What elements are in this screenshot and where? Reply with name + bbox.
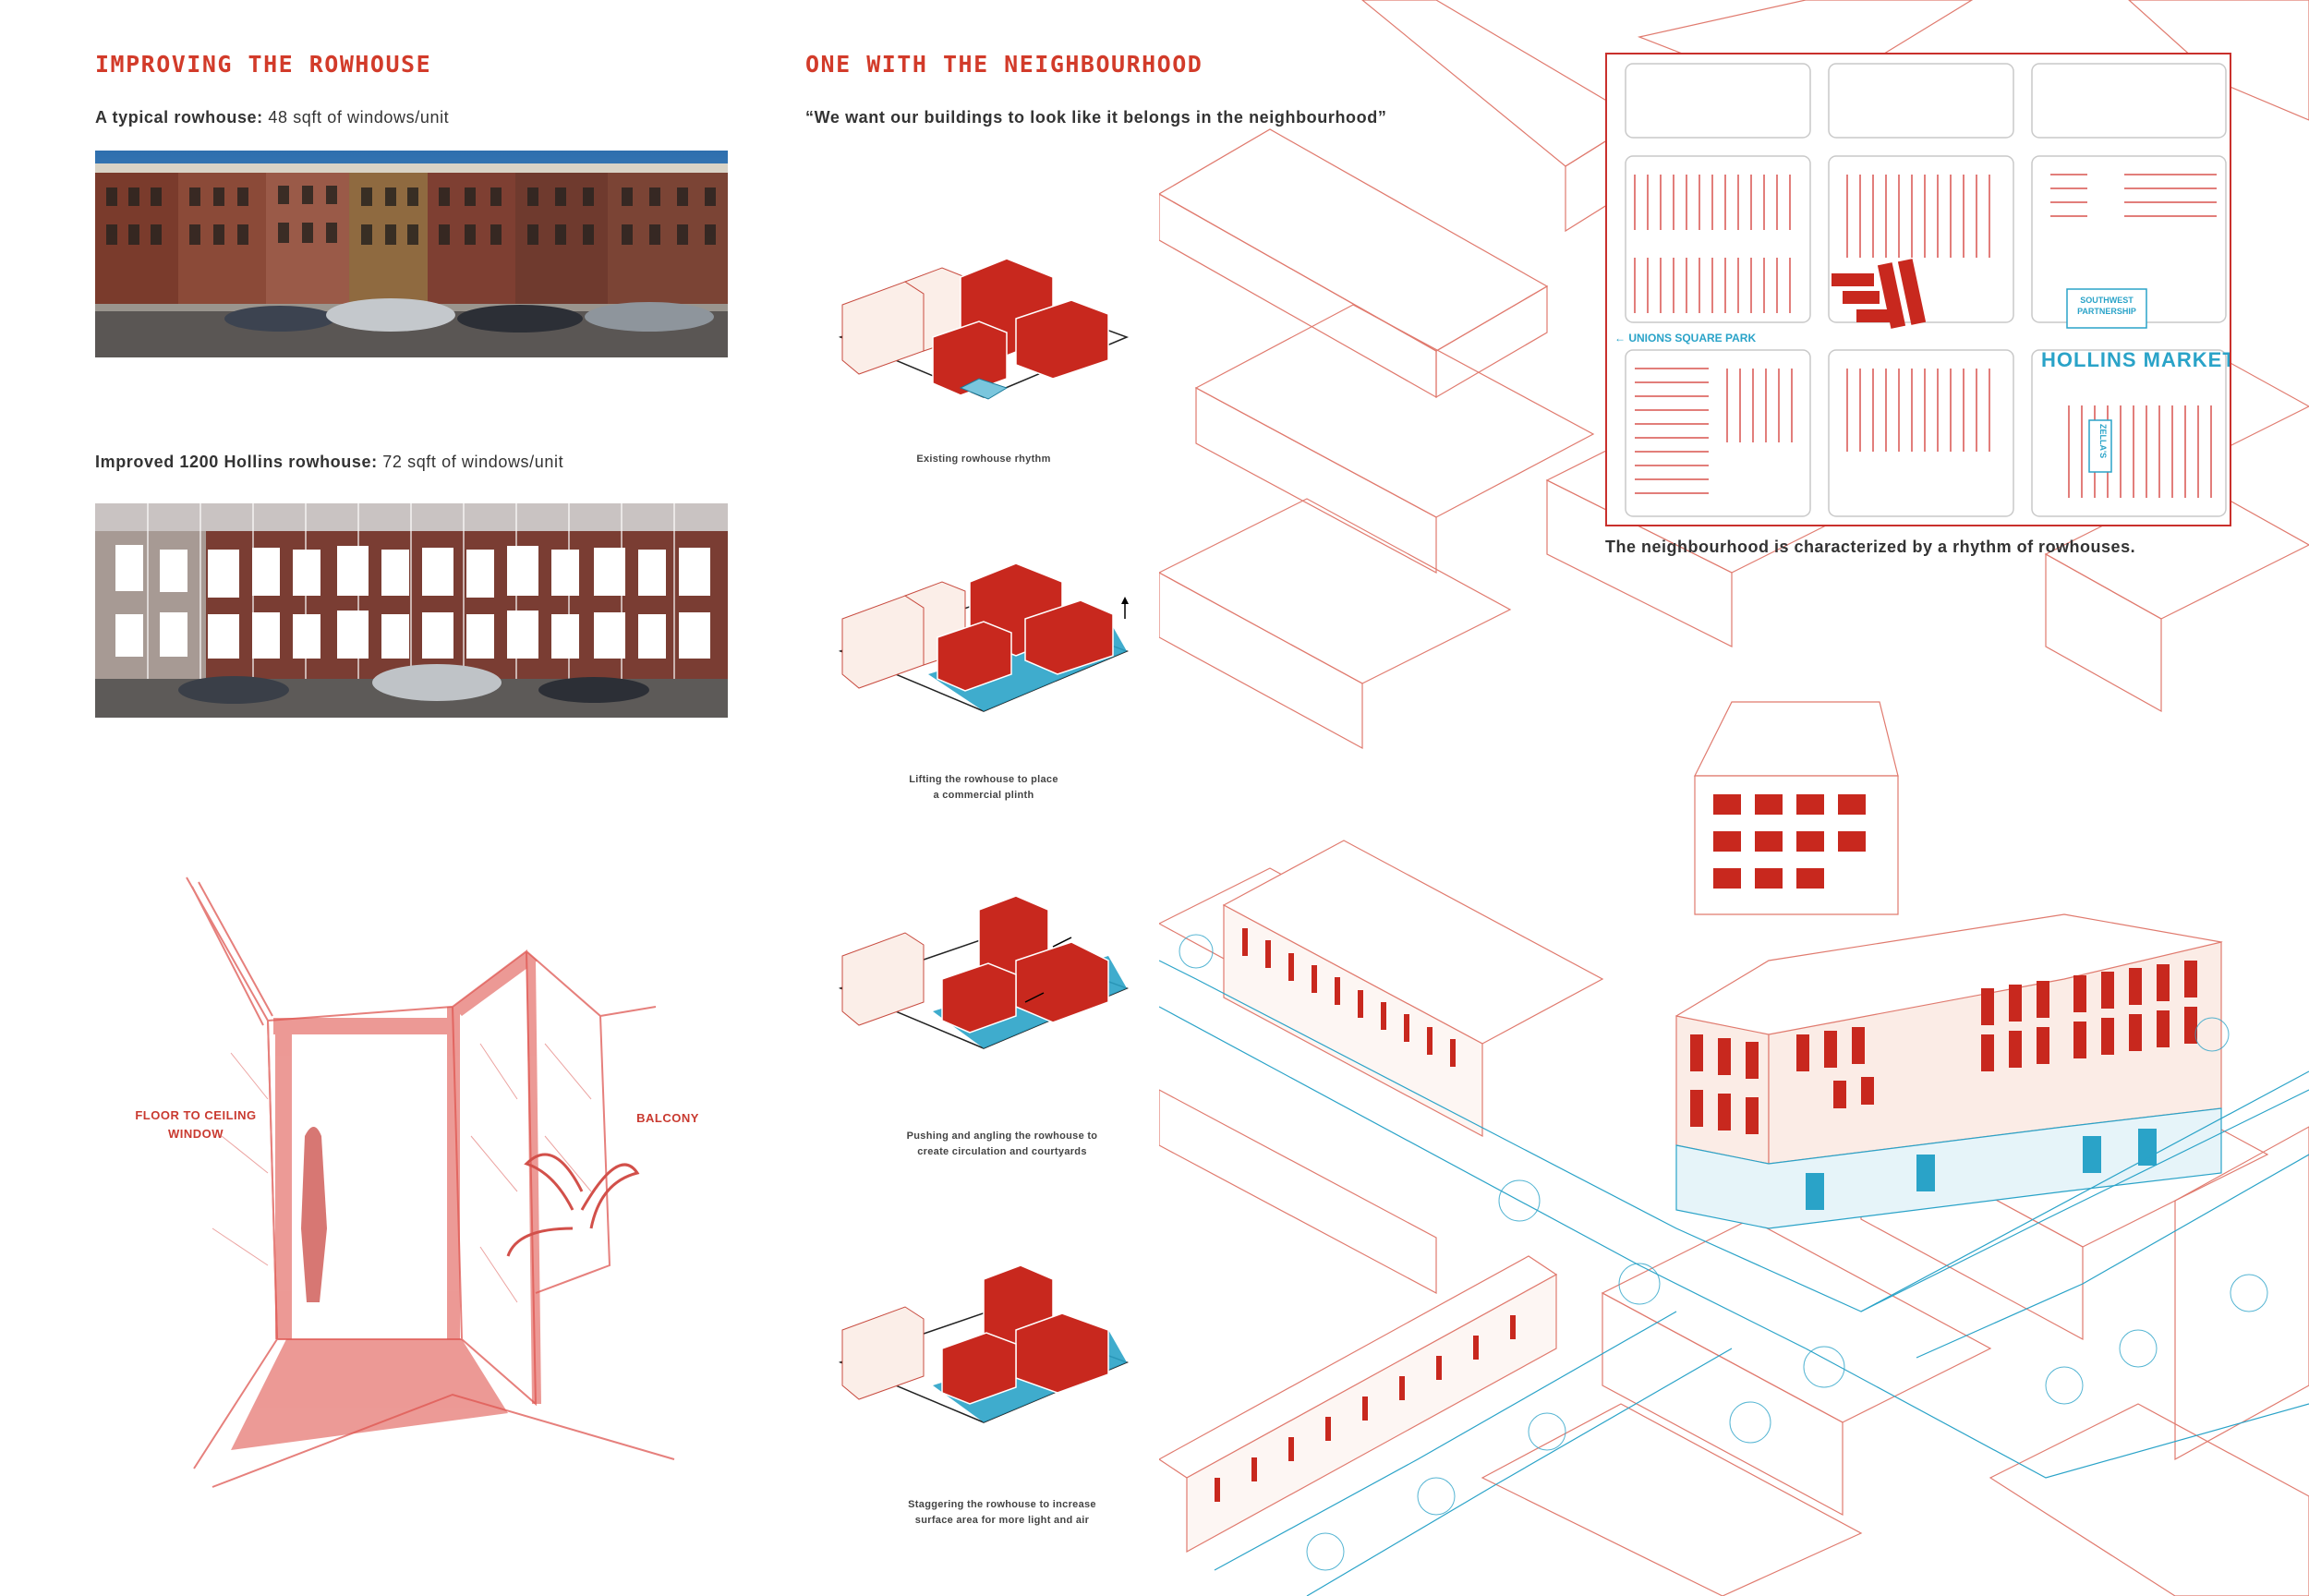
- heading-one-with-neighbourhood: ONE WITH THE NEIGHBOURHOOD: [805, 51, 1203, 78]
- improved-rowhouse-value: 72 sqft of windows/unit: [377, 453, 564, 471]
- typical-rowhouse-value: 48 sqft of windows/unit: [262, 108, 450, 127]
- site-map: ← UNIONS SQUARE PARK SOUTHWEST PARTNERSH…: [1605, 53, 2231, 526]
- neighbourhood-axonometric: [1157, 0, 2309, 1596]
- map-label-zellas: ZELLA'S: [2098, 424, 2108, 459]
- step-caption-4-line1: Staggering the rowhouse to increase: [908, 1499, 1096, 1510]
- map-label-partnership: SOUTHWEST PARTNERSHIP: [2067, 295, 2146, 317]
- step-diagram-staggering: [831, 1264, 1136, 1441]
- step-caption-4-line2: surface area for more light and air: [914, 1515, 1090, 1526]
- sketch-label-window-line2: WINDOW: [167, 1127, 224, 1141]
- step-caption-3: Pushing and angling the rowhouse to crea…: [864, 1129, 1141, 1160]
- step-caption-3-line2: create circulation and courtyards: [917, 1146, 1087, 1157]
- typical-rowhouse-photo: [95, 151, 728, 357]
- step-caption-2-line2: a commercial plinth: [933, 790, 1034, 801]
- map-label-partnership-line2: PARTNERSHIP: [2077, 307, 2136, 316]
- sketch-label-window: FLOOR TO CEILING WINDOW: [122, 1106, 270, 1143]
- step-caption-4: Staggering the rowhouse to increase surf…: [864, 1497, 1141, 1529]
- typical-rowhouse-label: A typical rowhouse:: [95, 108, 263, 127]
- typical-rowhouse-caption: A typical rowhouse: 48 sqft of windows/u…: [95, 108, 449, 127]
- sketch-label-window-line1: FLOOR TO CEILING: [135, 1108, 257, 1122]
- step-diagram-pushing: [831, 891, 1136, 1067]
- sketch-label-balcony: BALCONY: [636, 1111, 699, 1125]
- improved-rowhouse-collage: [95, 494, 728, 727]
- step-caption-2-line1: Lifting the rowhouse to place: [909, 774, 1058, 785]
- interior-sketch: [175, 859, 693, 1505]
- step-diagram-existing: [831, 249, 1136, 416]
- client-quote: “We want our buildings to look like it b…: [805, 108, 1387, 127]
- map-label-partnership-line1: SOUTHWEST: [2080, 296, 2134, 305]
- step-diagram-lifting: [831, 562, 1136, 730]
- heading-improving-rowhouse: IMPROVING THE ROWHOUSE: [95, 51, 432, 78]
- step-caption-2: Lifting the rowhouse to place a commerci…: [864, 772, 1104, 804]
- step-caption-1: Existing rowhouse rhythm: [864, 452, 1104, 467]
- map-label-park: ← UNIONS SQUARE PARK: [1614, 332, 1757, 345]
- improved-rowhouse-caption: Improved 1200 Hollins rowhouse: 72 sqft …: [95, 453, 563, 472]
- map-label-market: HOLLINS MARKET: [2041, 348, 2231, 371]
- step-caption-1-line1: Existing rowhouse rhythm: [916, 453, 1051, 465]
- map-caption: The neighbourhood is characterized by a …: [1605, 538, 2136, 556]
- step-caption-3-line1: Pushing and angling the rowhouse to: [906, 1130, 1098, 1142]
- improved-rowhouse-label: Improved 1200 Hollins rowhouse:: [95, 453, 378, 471]
